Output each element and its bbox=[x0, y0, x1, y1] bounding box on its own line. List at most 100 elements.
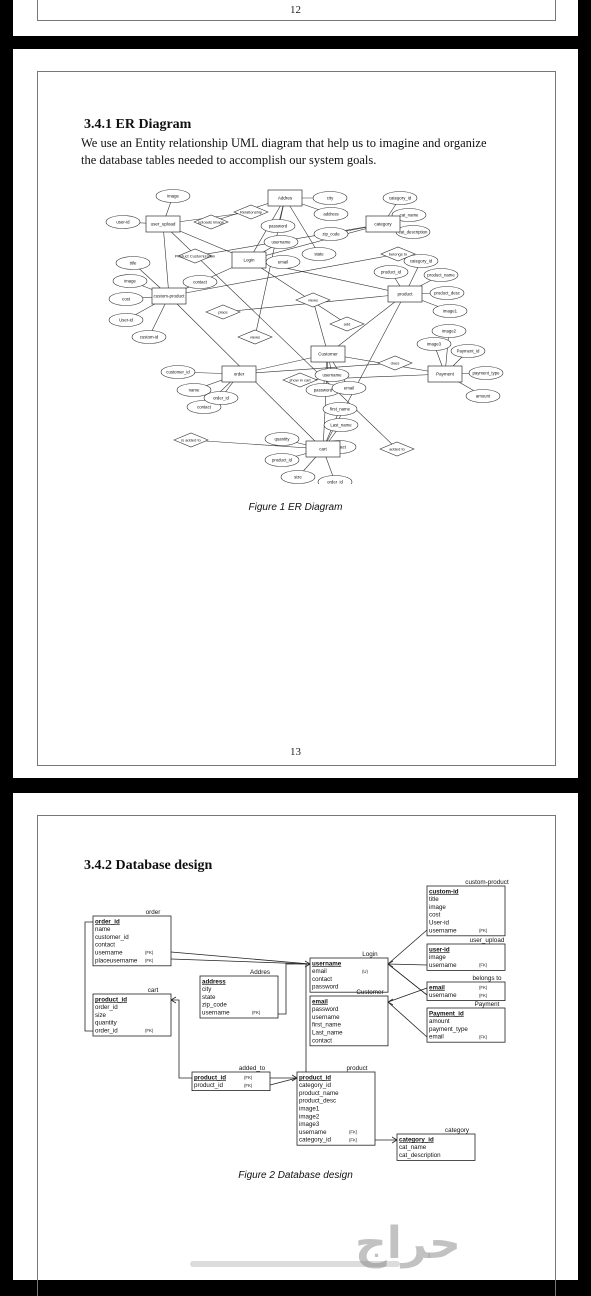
er-entity: custom-product bbox=[151, 287, 187, 305]
er-relationship: add bbox=[329, 316, 365, 332]
er-relationship: belongs to bbox=[380, 246, 416, 262]
field-key-tag: (FK) bbox=[244, 1075, 253, 1080]
svg-text:size: size bbox=[294, 475, 302, 480]
svg-text:contact: contact bbox=[197, 405, 212, 410]
svg-text:User-id: User-id bbox=[119, 318, 133, 323]
table-field: amount bbox=[429, 1018, 450, 1025]
table-field: order_id bbox=[95, 1004, 118, 1011]
er-relationship: added to bbox=[379, 441, 415, 457]
table-field: username bbox=[312, 960, 342, 967]
er-attribute: title bbox=[115, 256, 151, 270]
table-title: Payment bbox=[475, 1001, 500, 1008]
svg-text:category_id: category_id bbox=[389, 196, 412, 201]
paragraph: We use an Entity relationship UML diagra… bbox=[81, 136, 487, 167]
er-attribute: customer_id bbox=[160, 365, 196, 379]
svg-text:custom-product: custom-product bbox=[153, 294, 185, 299]
table-field: custom-id bbox=[429, 888, 459, 895]
table-title: belongs to bbox=[472, 975, 502, 982]
er-entity: Addres bbox=[267, 189, 303, 207]
er-attribute: cat_description bbox=[395, 225, 431, 239]
table-field: image bbox=[429, 904, 446, 911]
svg-text:uploads image: uploads image bbox=[198, 220, 225, 225]
svg-text:image: image bbox=[124, 279, 136, 284]
svg-text:order_id: order_id bbox=[213, 396, 229, 401]
svg-text:address: address bbox=[323, 212, 338, 217]
svg-text:zip_code: zip_code bbox=[322, 232, 340, 237]
page-13-frame bbox=[37, 71, 556, 766]
db-table-payment: PaymentPayment_idamountpayment_typeemail… bbox=[426, 1001, 506, 1043]
table-field: product_id bbox=[194, 1074, 226, 1081]
er-attribute: User-id bbox=[108, 313, 144, 327]
table-field: name bbox=[95, 926, 111, 933]
er-attribute: product_desc bbox=[429, 286, 465, 300]
table-title: order bbox=[146, 909, 161, 916]
page-12-frame bbox=[37, 0, 556, 21]
table-title: Customer bbox=[356, 989, 383, 996]
er-relationship: does bbox=[377, 355, 413, 371]
svg-text:order: order bbox=[234, 372, 245, 377]
page-12: 12 bbox=[13, 0, 578, 36]
er-attribute: image1 bbox=[432, 304, 468, 318]
er-attribute: category_id bbox=[382, 191, 418, 205]
field-key-tag: (FK) bbox=[479, 963, 488, 968]
table-field: Payment_id bbox=[429, 1010, 464, 1017]
table-field: image2 bbox=[299, 1113, 320, 1120]
bottom-bar bbox=[190, 1261, 400, 1267]
table-title: Addres bbox=[250, 969, 270, 976]
svg-text:image1: image1 bbox=[443, 309, 458, 314]
field-key-tag: (FK) bbox=[349, 1130, 358, 1135]
svg-text:views: views bbox=[308, 298, 318, 303]
er-attribute: order_id bbox=[203, 391, 239, 405]
table-title: custom-product bbox=[465, 879, 509, 886]
table-field: username bbox=[429, 927, 457, 934]
page-14: 3.4.2 Database design order order_id name c… bbox=[13, 793, 578, 1296]
section-heading: 3.4.2 Database design bbox=[84, 858, 213, 873]
er-attribute: email bbox=[331, 381, 367, 395]
table-field: Last_name bbox=[312, 1030, 343, 1037]
table-field: username bbox=[202, 1010, 230, 1017]
field-key-tag: (FK) bbox=[479, 985, 488, 990]
svg-text:add: add bbox=[344, 322, 351, 327]
er-attribute: size bbox=[280, 470, 316, 484]
er-entity: Payment bbox=[427, 365, 463, 383]
svg-text:product: product bbox=[397, 292, 413, 297]
er-attribute: image2 bbox=[431, 324, 467, 338]
table-field: placeusername bbox=[95, 957, 138, 964]
svg-text:product_name: product_name bbox=[427, 273, 455, 278]
svg-text:cart: cart bbox=[319, 447, 327, 452]
table-field: password bbox=[312, 1006, 339, 1013]
er-attribute: Payment_id bbox=[450, 344, 486, 358]
table-field: product_id bbox=[95, 996, 127, 1003]
svg-text:password: password bbox=[269, 224, 288, 229]
figure-caption: Figure 1 ER Diagram bbox=[248, 502, 343, 513]
svg-text:category: category bbox=[374, 222, 392, 227]
svg-text:email: email bbox=[278, 260, 288, 265]
svg-text:city: city bbox=[327, 196, 334, 201]
table-field: contact bbox=[312, 1037, 332, 1044]
table-field: address bbox=[202, 978, 226, 985]
svg-text:Product Customization: Product Customization bbox=[175, 254, 215, 259]
table-field: zip_code bbox=[202, 1002, 227, 1009]
svg-text:username: username bbox=[271, 240, 291, 245]
er-attribute: contact bbox=[182, 275, 218, 289]
table-title: product bbox=[346, 1065, 367, 1072]
field-key-tag: (FK) bbox=[244, 1083, 253, 1088]
table-field: username bbox=[95, 950, 123, 957]
er-attribute: quantity bbox=[264, 432, 300, 446]
svg-text:show in cart: show in cart bbox=[289, 378, 311, 383]
er-attribute: user-id bbox=[105, 215, 141, 229]
svg-text:cat_name: cat_name bbox=[400, 213, 419, 218]
er-attribute: image bbox=[155, 189, 191, 203]
svg-text:payment_type: payment_type bbox=[473, 371, 501, 376]
svg-text:Last_name: Last_name bbox=[330, 423, 352, 428]
svg-text:user_upload: user_upload bbox=[151, 222, 176, 227]
er-attribute: cat_name bbox=[391, 208, 427, 222]
er-attribute: custom-id bbox=[131, 330, 167, 344]
svg-text:contact: contact bbox=[193, 280, 208, 285]
table-title: cart bbox=[148, 987, 159, 994]
svg-text:first_name: first_name bbox=[330, 407, 351, 412]
er-attribute: username bbox=[314, 368, 350, 382]
table-field: User-id bbox=[429, 920, 449, 927]
